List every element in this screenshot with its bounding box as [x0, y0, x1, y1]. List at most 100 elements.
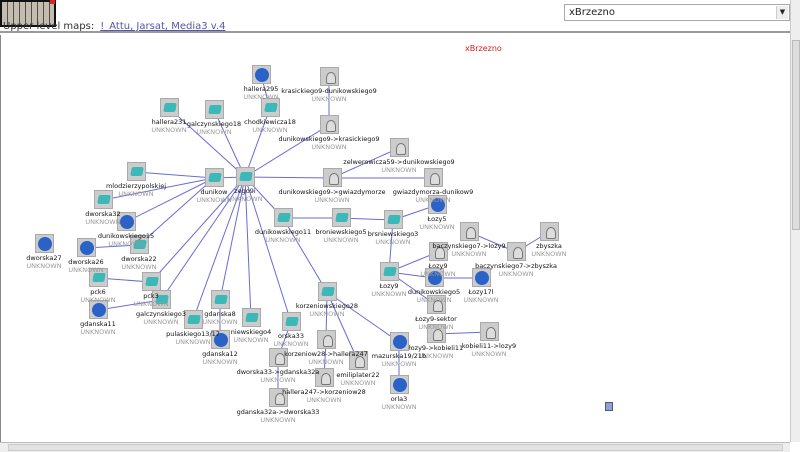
horizontal-scrollbar[interactable]	[0, 442, 790, 452]
switch-icon[interactable]	[331, 208, 351, 227]
router-icon[interactable]	[76, 238, 96, 257]
router-icon[interactable]	[471, 268, 491, 287]
server-icon[interactable]	[389, 138, 409, 157]
server-icon[interactable]	[319, 115, 339, 134]
switch-icon[interactable]	[93, 190, 113, 209]
server-icon[interactable]	[322, 168, 342, 187]
server-icon[interactable]	[348, 351, 368, 370]
server-icon[interactable]	[314, 368, 334, 387]
server-icon[interactable]	[268, 348, 288, 367]
server-icon[interactable]	[426, 295, 446, 314]
switch-icon[interactable]	[210, 290, 230, 309]
chevron-down-icon[interactable]: ▼	[776, 6, 788, 19]
switch-icon[interactable]	[379, 262, 399, 281]
switch-icon[interactable]	[204, 168, 224, 187]
router-icon[interactable]	[88, 300, 108, 319]
switch-icon[interactable]	[129, 235, 149, 254]
server-icon[interactable]	[506, 242, 526, 261]
app-logo[interactable]	[0, 0, 56, 27]
router-icon[interactable]	[116, 212, 136, 231]
router-icon[interactable]	[389, 375, 409, 394]
server-icon[interactable]	[423, 168, 443, 187]
switch-icon[interactable]	[204, 100, 224, 119]
switch-icon[interactable]	[383, 210, 403, 229]
switch-icon[interactable]	[88, 268, 108, 287]
switch-icon[interactable]	[126, 162, 146, 181]
server-icon[interactable]	[316, 330, 336, 349]
map-select[interactable]: xBrzezno▼	[564, 4, 790, 21]
router-icon[interactable]	[34, 234, 54, 253]
switch-icon[interactable]	[241, 308, 261, 327]
switch-icon[interactable]	[183, 310, 203, 329]
upper-level-map-link[interactable]: !_Attu, Jarsat, Media3 v.4	[100, 21, 226, 32]
switch-icon[interactable]	[281, 312, 301, 331]
switch-icon[interactable]	[159, 98, 179, 117]
switch-icon[interactable]	[317, 282, 337, 301]
server-icon[interactable]	[319, 67, 339, 86]
map-legend-icon[interactable]	[605, 402, 613, 411]
server-icon[interactable]	[459, 222, 479, 241]
server-icon[interactable]	[428, 242, 448, 261]
server-icon[interactable]	[426, 324, 446, 343]
server-icon[interactable]	[268, 388, 288, 407]
router-icon[interactable]	[389, 332, 409, 351]
router-icon[interactable]	[210, 330, 230, 349]
vertical-scrollbar[interactable]	[790, 0, 800, 442]
switch-icon[interactable]	[260, 98, 280, 117]
router-icon[interactable]	[427, 195, 447, 214]
server-icon[interactable]	[539, 222, 559, 241]
server-icon[interactable]	[479, 322, 499, 341]
switch-icon[interactable]	[151, 290, 171, 309]
router-icon[interactable]	[424, 268, 444, 287]
switch-icon[interactable]	[235, 167, 255, 186]
switch-icon[interactable]	[273, 208, 293, 227]
